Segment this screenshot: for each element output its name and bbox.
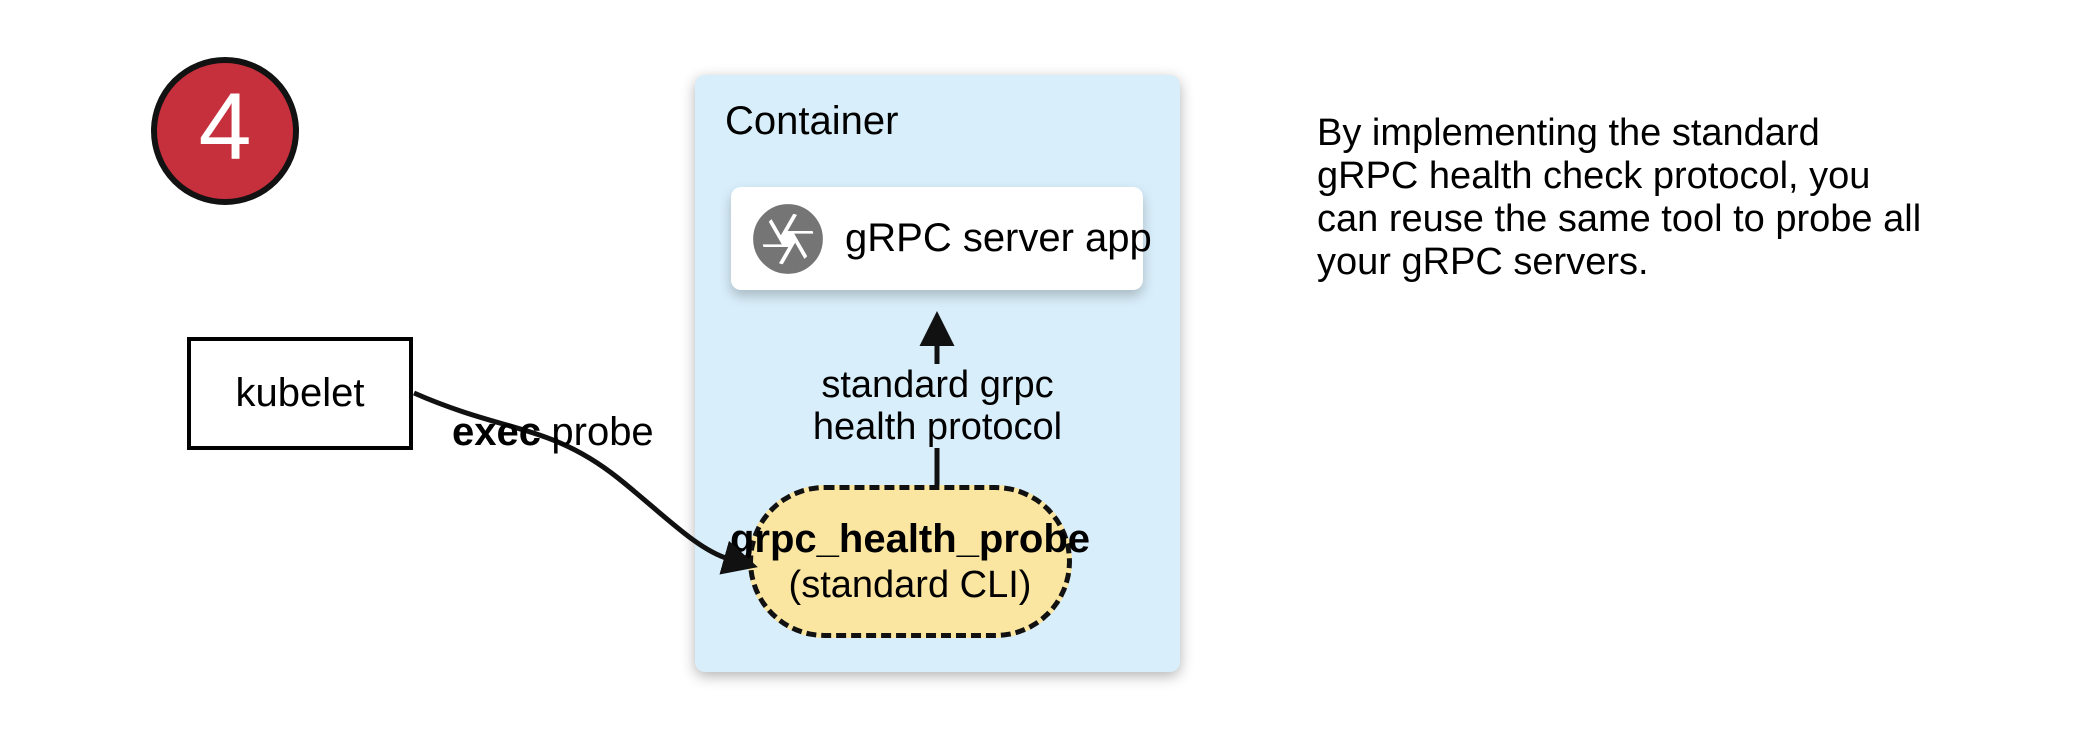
- step-badge: 4: [151, 57, 299, 205]
- health-protocol-label: standard grpc health protocol: [795, 364, 1080, 448]
- grpc-health-probe-node: grpc_health_probe (standard CLI): [730, 485, 1090, 638]
- grpc-server-app-label: gRPC server app: [845, 216, 1152, 260]
- container-title: Container: [725, 99, 899, 143]
- container-group: Container gRPC server app grpc_health_pr…: [695, 75, 1180, 672]
- exec-probe-label-rest: probe: [551, 410, 654, 454]
- note-line: can reuse the same tool to probe all: [1317, 198, 1922, 240]
- kubelet-node: kubelet: [187, 337, 413, 450]
- grpc-server-app-node: gRPC server app: [731, 187, 1152, 290]
- note-line: By implementing the standard: [1317, 112, 1820, 154]
- exec-probe-label-bold: exec: [452, 410, 541, 454]
- grpc-health-probe-sub: (standard CLI): [788, 563, 1032, 606]
- note-text: By implementing the standard gRPC health…: [1317, 112, 1921, 284]
- note-line: gRPC health check protocol, you: [1317, 155, 1871, 197]
- note-line: your gRPC servers.: [1317, 241, 1649, 283]
- health-protocol-label-line1: standard grpc: [821, 364, 1054, 406]
- health-protocol-label-line2: health protocol: [812, 406, 1063, 448]
- step-number: 4: [198, 73, 252, 180]
- kubelet-label: kubelet: [235, 371, 365, 415]
- aperture-icon: [753, 203, 823, 274]
- grpc-health-probe-name: grpc_health_probe: [729, 516, 1091, 561]
